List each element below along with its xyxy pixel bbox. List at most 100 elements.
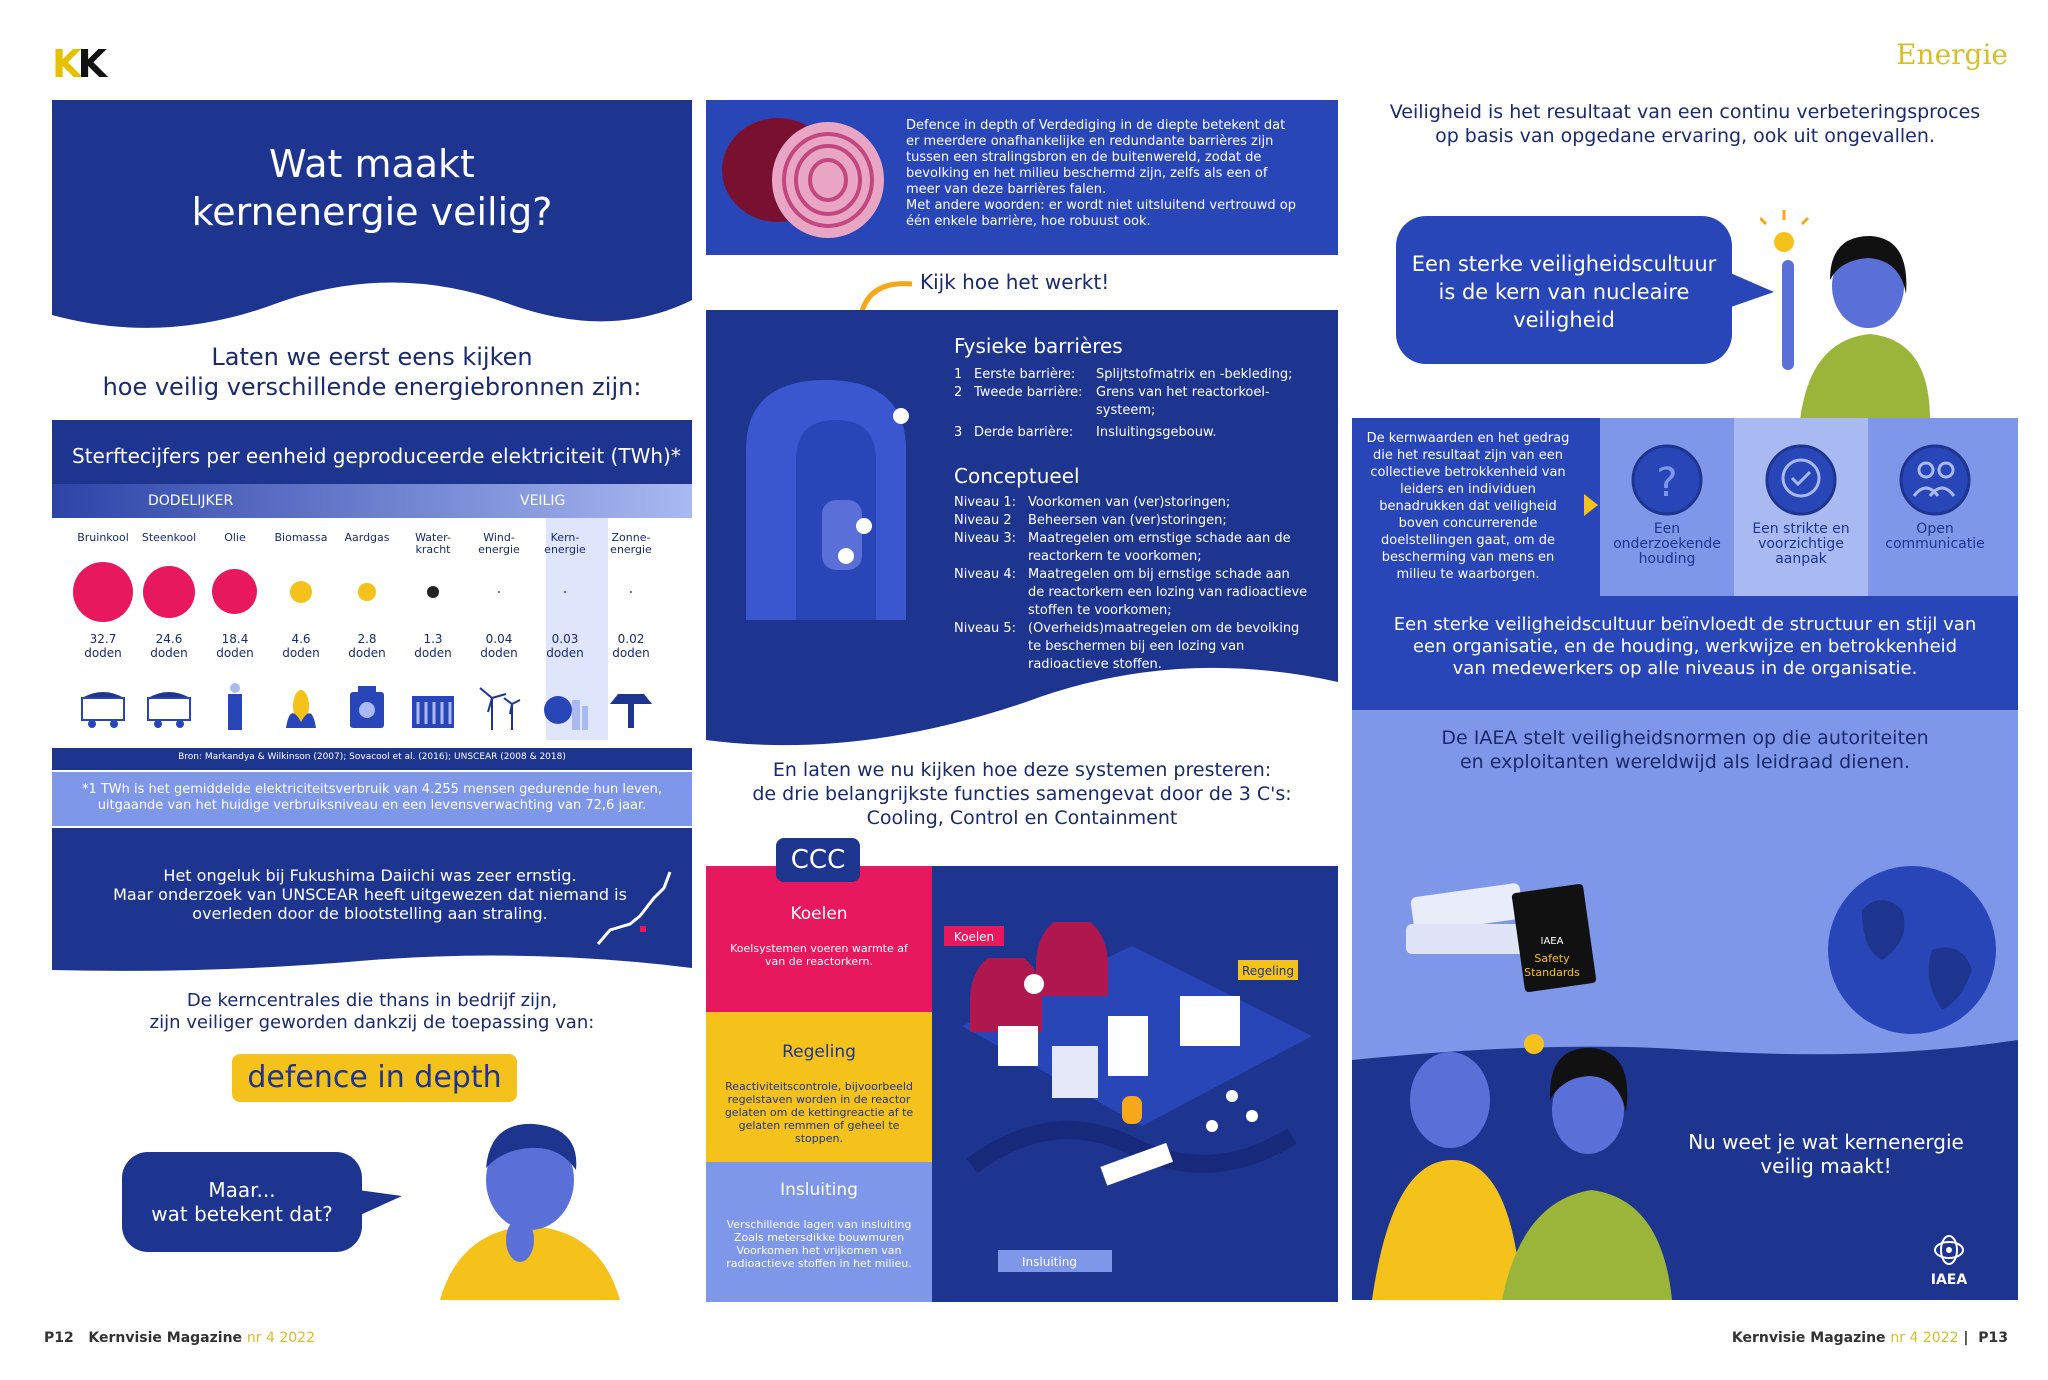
book-title-2: Standards: [1524, 966, 1580, 979]
thinking-boy-illustration: [440, 1123, 620, 1300]
solar-panel-icon: [610, 694, 652, 728]
did-line-2: er meerdere onafhankelijke en redundante…: [906, 134, 1274, 149]
did-line-7: één enkele barrière, hoe robuust ook.: [906, 214, 1151, 229]
culture-bubble: Een sterke veiligheidscultuur is de kern…: [1396, 216, 1732, 364]
did-line-1: Defence in depth of Verdediging in de di…: [906, 118, 1286, 133]
chat-people-icon: [1899, 444, 1971, 516]
stats-header-bar: [52, 420, 692, 484]
girl-idea-illustration: [1760, 210, 1930, 420]
source-label: Bruinkool: [77, 531, 129, 544]
value-inquiring: ? Een onderzoekende houding: [1600, 418, 1734, 596]
tag-insluiting: Insluiting: [1022, 1255, 1077, 1269]
value-line: houding: [1638, 551, 1696, 567]
kv-line: boven concurrerende: [1398, 516, 1538, 531]
source-text: Bron: Markandya & Wilkinson (2007); Sova…: [178, 752, 566, 762]
footnote: *1 TWh is het gemiddelde elektriciteitsv…: [70, 782, 674, 814]
presteren-line-3: Cooling, Control en Containment: [866, 807, 1178, 829]
page-number-left: P12: [44, 1330, 74, 1346]
ccc-badge: CCC: [776, 838, 860, 882]
footer-left: P12 Kernvisie Magazine nr 4 2022: [44, 1330, 315, 1346]
footnote-line-1: *1 TWh is het gemiddelde elektriciteitsv…: [81, 782, 663, 797]
level-row: radioactieve stoffen.: [1028, 657, 1162, 672]
question-bubble: Maar... wat betekent dat?: [122, 1152, 362, 1252]
tag-koelen: Koelen: [954, 930, 994, 944]
wind-turbine-icon: [479, 687, 521, 730]
influence-panel: [1352, 596, 2018, 710]
iaea-illustration: IAEA Safety Standards: [1352, 866, 2018, 1300]
lightbulb-icon: [1524, 1034, 1544, 1054]
death-rate-dot: [427, 586, 439, 598]
section-label: Energie: [1896, 38, 2008, 71]
label-safe: VEILIG: [520, 493, 566, 509]
source-label: Biomassa: [274, 531, 328, 544]
kv-line: benadrukken dat veiligheid: [1379, 499, 1557, 514]
death-rate-dot: [497, 590, 501, 594]
fukushima-line-3: overleden door de blootstelling aan stra…: [192, 904, 548, 923]
question-icon: ?: [1631, 444, 1703, 516]
kv-line: collectieve betrokkenheid van: [1370, 465, 1566, 480]
tag-regeling: Regeling: [1242, 964, 1294, 978]
level-row: te beschermen bij een lozing van: [1028, 639, 1245, 654]
magazine-name-right: Kernvisie Magazine: [1731, 1330, 1886, 1346]
core-values-text: De kernwaarden en het gedrag die het res…: [1356, 430, 1580, 583]
fukushima-text: Het ongeluk bij Fukushima Daiichi was ze…: [110, 866, 630, 923]
value-line: Een strikte en: [1752, 521, 1850, 537]
arrow-right-icon: [1584, 494, 1598, 516]
kv-line: leiders en individuen: [1400, 482, 1536, 497]
iaea-logo: IAEA: [1918, 1232, 1980, 1288]
award-badge-icon: [1765, 444, 1837, 516]
dam-icon: [412, 696, 454, 728]
ccc-cooling-panel: Koelen Koelsystemen voeren warmte af van…: [706, 866, 932, 1012]
presteren-line-2: de drie belangrijkste functies samengeva…: [752, 783, 1292, 805]
marker-2: [856, 518, 872, 534]
footer-right: Kernvisie Magazine nr 4 2022 | P13: [1731, 1330, 2008, 1346]
value-line: voorzichtige: [1758, 536, 1844, 552]
fukushima-line-1: Het ongeluk bij Fukushima Daiichi was ze…: [163, 866, 577, 885]
intro-text: Laten we eerst eens kijken hoe veilig ve…: [52, 342, 692, 402]
marker-1: [838, 548, 854, 564]
physical-barriers-title: Fysieke barrières: [954, 334, 1123, 358]
lightbulb-icon: [1774, 232, 1794, 252]
coal-cart-icon: [147, 692, 191, 728]
levels-list: Niveau 1:Voorkomen van (ver)storingen; N…: [954, 494, 1307, 674]
bubble-line-2: wat betekent dat?: [151, 1202, 333, 1226]
title-banner: [52, 100, 692, 328]
title-line-1: Wat maakt: [269, 142, 475, 186]
stats-title: Sterftecijfers per eenheid geproduceerde…: [72, 444, 681, 468]
death-rate-dot: [212, 569, 258, 615]
did-line-4: bevolking en het milieu beschermd zijn, …: [906, 166, 1268, 181]
fukushima-line-2: Maar onderzoek van UNSCEAR heeft uitgewe…: [113, 885, 627, 904]
value-open-communication: Open communicatie: [1868, 418, 2018, 596]
cooling-title: Koelen: [790, 904, 848, 924]
did-line-5: meer van deze barrières falen.: [906, 182, 1107, 197]
page-title: Wat maakt kernenergie veilig?: [52, 140, 692, 236]
level-row: Niveau 5:(Overheids)maatregelen om de be…: [954, 621, 1300, 636]
oil-refinery-icon: [228, 683, 242, 730]
nuclear-plant-icon: [544, 696, 588, 730]
safety-line-2: op basis van opgedane ervaring, ook uit …: [1435, 125, 1935, 147]
kv-line: milieu te waarborgen.: [1396, 567, 1540, 582]
source-label: Aardgas: [344, 531, 390, 544]
intro-line-2: hoe veilig verschillende energiebronnen …: [102, 373, 642, 401]
source-label: Wind-energie: [478, 531, 520, 556]
source-label: Water-kracht: [415, 531, 451, 556]
gas-canister-icon: [350, 686, 384, 728]
culture-line-1: Een sterke veiligheidscultuur: [1411, 252, 1717, 276]
presteren-text: En laten we nu kijken hoe deze systemen …: [706, 758, 1338, 830]
death-rate-dot: [358, 583, 376, 601]
safety-intro: Veiligheid is het resultaat van een cont…: [1352, 100, 2018, 148]
kijk-hoe-het-werkt: Kijk hoe het werkt!: [920, 270, 1110, 294]
bubble-tail: [358, 1190, 402, 1216]
source-label: Olie: [224, 531, 246, 544]
ccc-containment-panel: Insluiting Verschillende lagen van inslu…: [706, 1162, 932, 1302]
title-line-2: kernenergie veilig?: [191, 190, 553, 234]
page-number-right: P13: [1978, 1330, 2008, 1346]
level-row: de reactorkern een lozing van radioactie…: [1028, 585, 1308, 600]
